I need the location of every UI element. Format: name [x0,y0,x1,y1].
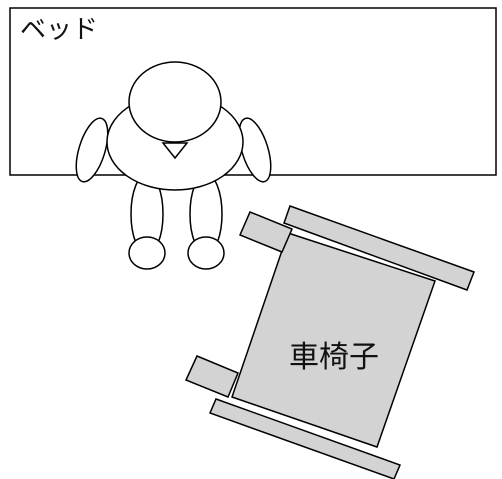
right-arm [238,117,272,183]
bed-label: ベッド [20,15,98,45]
footrest-lower [184,355,239,398]
wheel-upper [283,205,475,291]
person [75,61,272,270]
left-foot [128,236,166,270]
right-foot [187,236,225,270]
left-arm [75,117,109,183]
wheelchair-label: 車椅子 [289,340,379,375]
footrest-upper [239,211,293,253]
wheelchair-seat [231,232,436,448]
head [128,61,222,143]
wheelchair: 車椅子 [184,205,475,479]
wheel-lower [208,398,402,479]
chin-marker [161,142,189,160]
